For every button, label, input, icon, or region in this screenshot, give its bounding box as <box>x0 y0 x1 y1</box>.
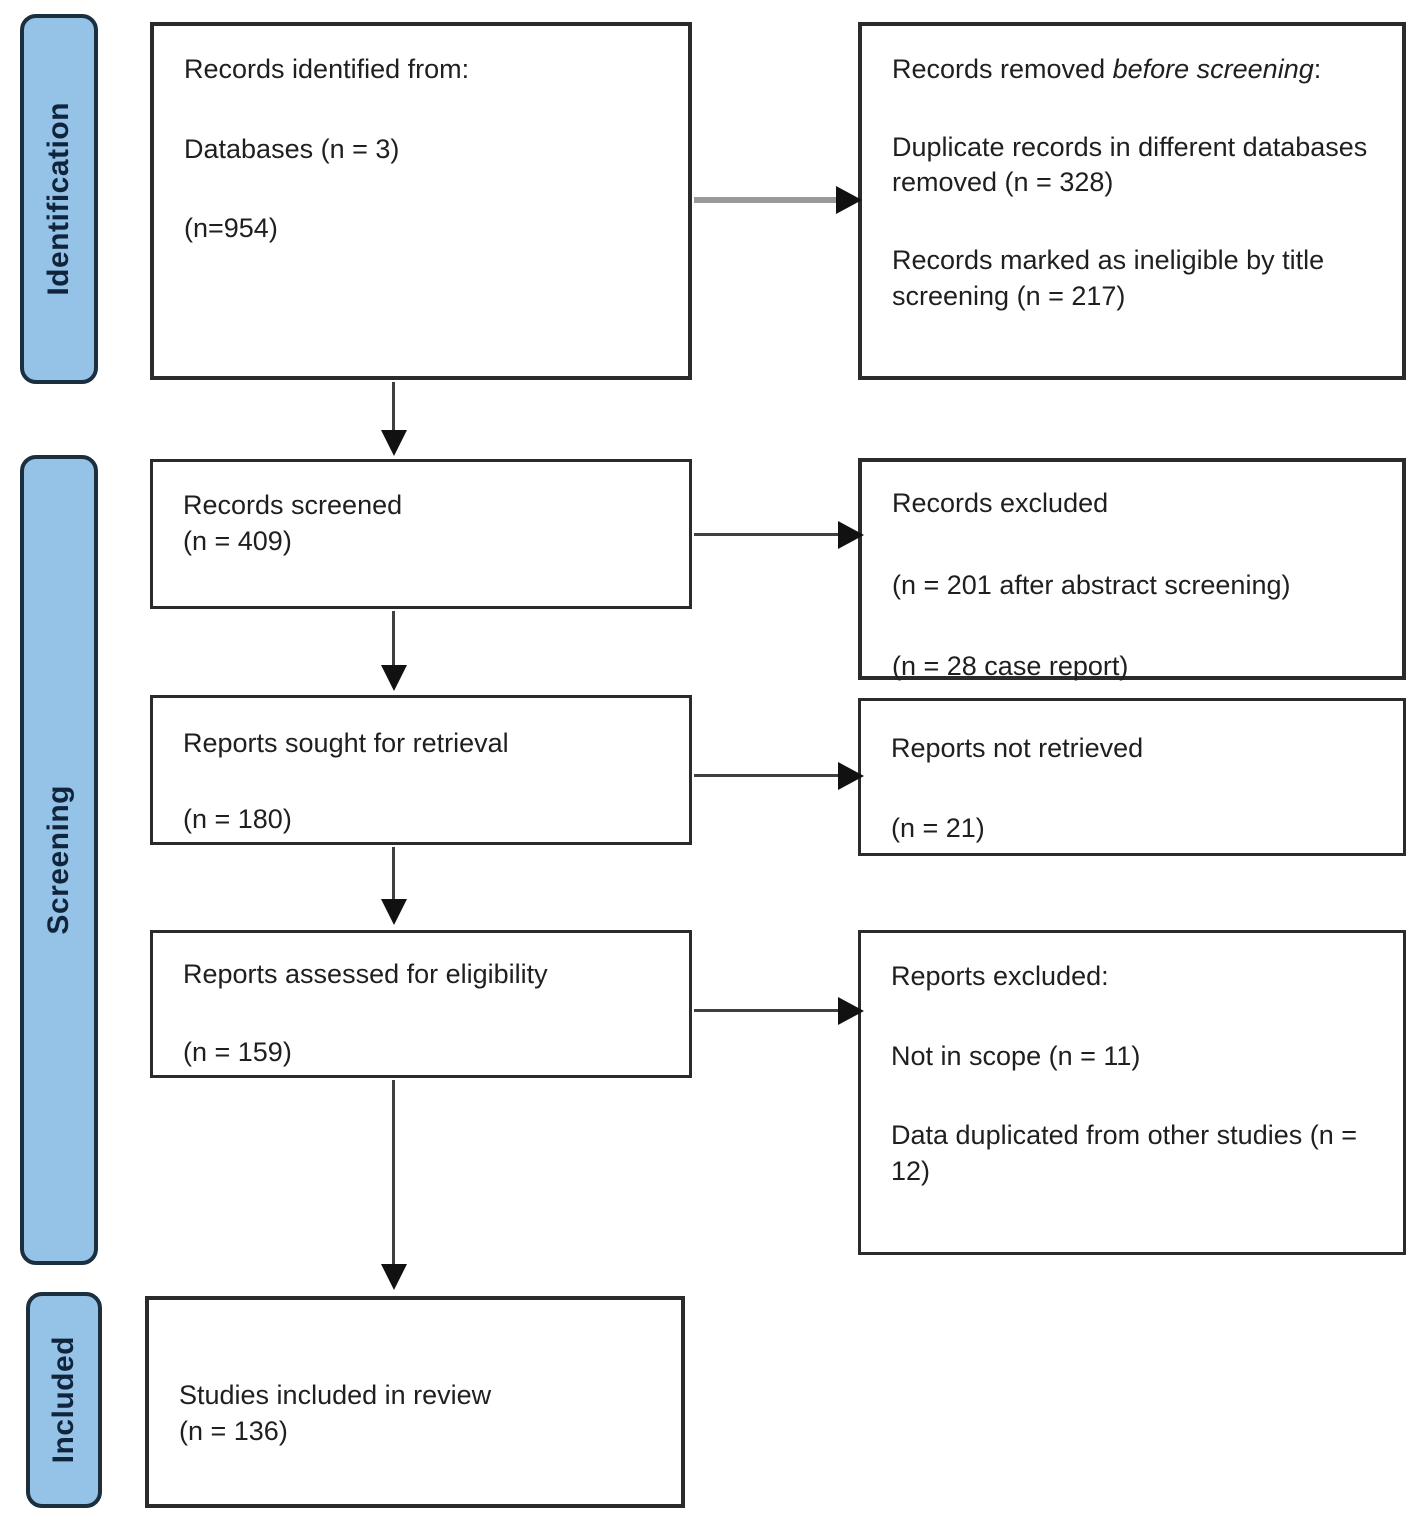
records-screened-title: Records screened <box>183 490 403 520</box>
arrow-assessed-to-included-line <box>392 1080 395 1268</box>
arrow-identified-to-removed-head-icon <box>836 186 862 214</box>
stage-label-identification: Identification <box>42 102 75 296</box>
stage-bar-identification: Identification <box>20 14 98 384</box>
arrow-screened-to-excluded-line <box>694 533 840 536</box>
arrow-screened-to-sought-head-icon <box>381 665 407 691</box>
box-records-excluded: Records excluded (n = 201 after abstract… <box>858 458 1406 681</box>
arrow-identified-to-screened-line <box>392 382 395 434</box>
stage-label-included: Included <box>47 1336 80 1464</box>
records-removed-title-prefix: Records removed <box>892 54 1113 84</box>
arrow-identified-to-screened-head-icon <box>381 430 407 456</box>
arrow-screened-to-excluded-head-icon <box>838 521 864 549</box>
reports-assessed-title: Reports assessed for eligibility <box>183 959 548 989</box>
records-removed-title-italic: before screening <box>1112 54 1314 84</box>
records-identified-databases: Databases (n = 3) <box>184 133 400 164</box>
records-screened-count: (n = 409) <box>183 525 292 556</box>
arrow-sought-to-not-retrieved-line <box>694 774 840 777</box>
arrow-sought-to-assessed-head-icon <box>381 899 407 925</box>
box-reports-assessed: Reports assessed for eligibility (n = 15… <box>150 930 692 1078</box>
records-excluded-title: Records excluded <box>892 488 1109 518</box>
reports-sought-title: Reports sought for retrieval <box>183 728 509 758</box>
stage-bar-included: Included <box>26 1292 102 1508</box>
records-identified-count: (n=954) <box>184 213 278 244</box>
studies-included-title: Studies included in review <box>179 1380 492 1410</box>
arrow-identified-to-removed-line <box>694 197 840 203</box>
box-records-identified: Records identified from: Databases (n = … <box>150 22 692 380</box>
arrow-assessed-to-excluded-head-icon <box>838 997 864 1025</box>
reports-sought-count: (n = 180) <box>183 803 292 834</box>
records-removed-duplicates: Duplicate records in different databases… <box>892 131 1368 198</box>
reports-not-retrieved-title: Reports not retrieved <box>891 733 1144 763</box>
reports-assessed-count: (n = 159) <box>183 1036 292 1067</box>
arrow-screened-to-sought-line <box>392 611 395 669</box>
arrow-sought-to-assessed-line <box>392 847 395 903</box>
records-excluded-abstract: (n = 201 after abstract screening) <box>892 569 1291 600</box>
box-studies-included: Studies included in review (n = 136) <box>145 1296 685 1508</box>
stage-label-screening: Screening <box>42 785 75 935</box>
studies-included-count: (n = 136) <box>179 1415 288 1446</box>
box-records-removed: Records removed before screening: Duplic… <box>858 22 1406 380</box>
records-removed-title-suffix: : <box>1313 54 1322 84</box>
box-records-screened: Records screened (n = 409) <box>150 459 692 609</box>
records-removed-ineligible: Records marked as ineligible by title sc… <box>892 244 1325 311</box>
arrow-sought-to-not-retrieved-head-icon <box>838 762 864 790</box>
box-reports-not-retrieved: Reports not retrieved (n = 21) <box>858 698 1406 856</box>
box-reports-excluded: Reports excluded: Not in scope (n = 11) … <box>858 930 1406 1255</box>
records-removed-title: Records removed before screening: <box>892 52 1388 88</box>
reports-excluded-duplicated: Data duplicated from other studies (n = … <box>891 1120 1358 1186</box>
arrow-assessed-to-excluded-line <box>694 1009 840 1012</box>
reports-not-retrieved-count: (n = 21) <box>891 812 985 843</box>
arrow-assessed-to-included-head-icon <box>381 1264 407 1290</box>
reports-excluded-scope: Not in scope (n = 11) <box>891 1040 1141 1071</box>
stage-bar-screening: Screening <box>20 455 98 1265</box>
reports-excluded-title: Reports excluded: <box>891 961 1109 991</box>
records-excluded-case-report: (n = 28 case report) <box>892 651 1129 682</box>
box-reports-sought: Reports sought for retrieval (n = 180) <box>150 695 692 845</box>
records-identified-title: Records identified from: <box>184 54 470 84</box>
